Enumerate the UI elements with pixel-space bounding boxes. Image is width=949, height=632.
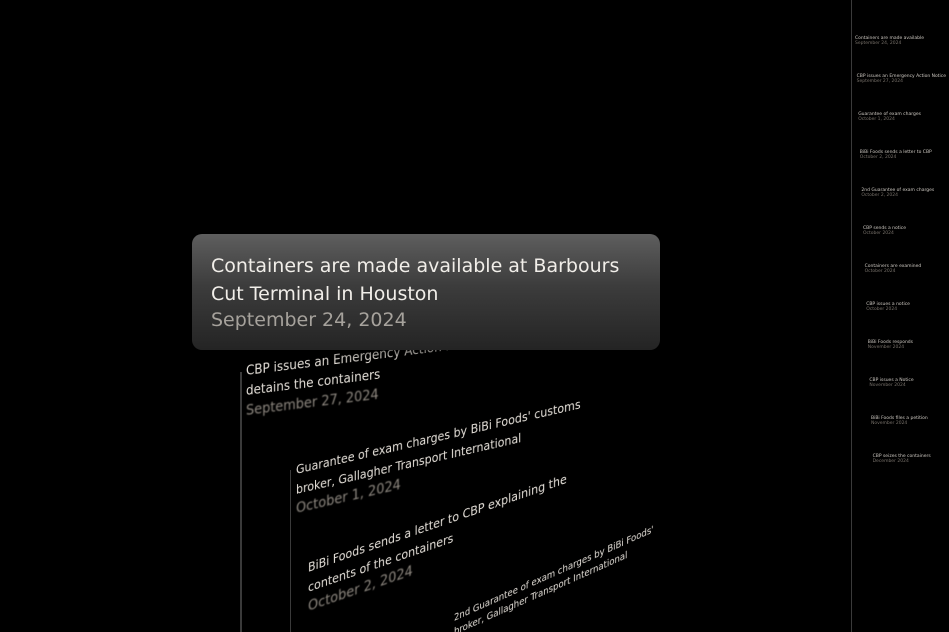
side-entry-title: BiBi Foods sends a letter to CBP [859,150,932,155]
side-entry-date: September 27, 2024 [856,79,903,84]
focused-event-card[interactable]: Containers are made available at Barbour… [192,234,660,350]
side-entry-title: BiBi Foods responds [867,340,913,345]
side-entry-date: December 2024 [872,459,909,464]
side-entry-title: Containers are made available [855,36,924,41]
side-entry-title: CBP issues a Notice [869,378,914,383]
side-entry-date: October 2024 [863,231,894,236]
focused-event-date: September 24, 2024 [211,309,407,331]
side-entry-date: November 2024 [869,383,906,388]
focused-event-title: Containers are made available at Barbour… [211,255,620,305]
side-entry-date: November 2024 [867,345,905,350]
side-entry-date: October 2, 2024 [861,193,899,198]
side-entry-title: 2nd Guarantee of exam charges [861,188,935,193]
side-entry-title: Guarantee of exam charges [858,112,921,117]
side-entry-title: CBP seizes the containers [872,454,931,459]
side-entry-date: September 24, 2024 [855,41,902,46]
side-entry-date: October 2024 [864,269,896,274]
side-entry-title: CBP issues an Emergency Action Notice [856,74,947,79]
side-entry-date: October 1, 2024 [858,117,895,122]
side-timeline-line [851,0,852,632]
side-entry-title: CBP issues a notice [866,302,910,307]
side-entry-title: CBP sends a notice [863,226,907,231]
side-entry-date: November 2024 [871,421,908,426]
side-entry-date: October 2, 2024 [859,155,897,160]
timeline-guide-line [290,470,291,632]
timeline-guide-line [240,372,242,632]
side-entry-title: BiBi Foods files a petition [871,416,928,421]
side-entry-date: October 2024 [866,307,898,312]
side-entry-title: Containers are examined [864,264,922,269]
